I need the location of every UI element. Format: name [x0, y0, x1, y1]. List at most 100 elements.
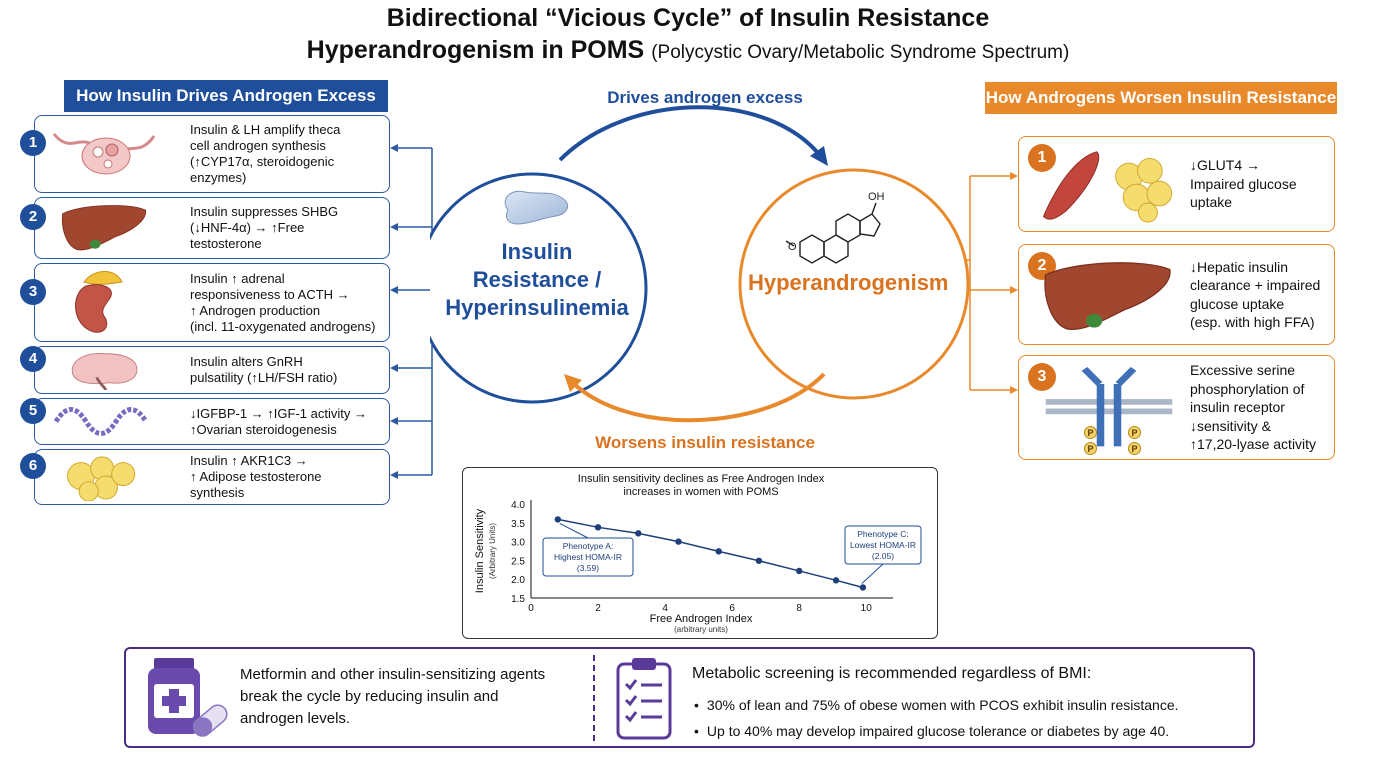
left-card-text: Insulin suppresses SHBG(↓HNF-4α) → ↑Free… — [190, 204, 338, 252]
chart-title: Insulin sensitivity declines as Free And… — [578, 473, 825, 485]
right-card-text: ↓GLUT4 →Impaired glucose uptake — [1190, 156, 1297, 212]
medicine-bottle-icon — [148, 658, 228, 737]
page-title-line-2: Hyperandrogenism in POMS (Polycystic Ova… — [0, 36, 1376, 65]
right-panel-header: How Androgens Worsen Insulin Resistance — [985, 82, 1337, 114]
bottom-divider — [593, 655, 595, 741]
chart-y-label-sub: (Arbitrary Units) — [488, 523, 497, 579]
left-card-text: Insulin ↑ AKR1C3 →↑ Adipose testosterone… — [190, 453, 322, 501]
steroid-structure-icon — [785, 202, 881, 264]
right-card-number: 3 — [1028, 363, 1056, 391]
right-card-text-line: uptake — [1190, 194, 1233, 211]
chart-data-point — [675, 538, 682, 545]
right-card-text-line: phosphorylation of — [1190, 380, 1305, 397]
left-card-text-line: ↑ Adipose testosterone — [190, 469, 322, 484]
chart-container: Insulin sensitivity declines as Free And… — [462, 467, 938, 639]
chart-title: increases in women with POMS — [623, 486, 778, 498]
chart-x-tick: 4 — [662, 603, 668, 614]
insulin-resistance-label: Insulin Resistance / Hyperinsulinemia — [442, 238, 632, 322]
chart-annotation-text: Highest HOMA-IR — [554, 552, 622, 562]
left-panel-header: How Insulin Drives Androgen Excess — [64, 80, 388, 112]
phosphate-badge: P — [1128, 442, 1141, 455]
chart-x-label: Free Androgen Index — [650, 613, 753, 625]
left-card-text-line: Insulin ↑ AKR1C3 → — [190, 453, 308, 468]
left-card-text-line: cell androgen synthesis — [190, 138, 326, 153]
right-card-text-line: insulin receptor — [1190, 399, 1285, 416]
liver-icon — [50, 201, 160, 260]
chart-x-tick: 0 — [528, 603, 534, 614]
left-card-text-line: Insulin suppresses SHBG — [190, 204, 339, 219]
chart-y-tick: 3.0 — [511, 538, 525, 549]
right-card-text-line: Excessive serine — [1190, 362, 1296, 379]
left-card-text-line: (↑CYP17α, steroidogenic — [190, 154, 335, 169]
left-card-text-line: pulsatility (↑LH/FSH ratio) — [190, 370, 338, 385]
right-card-text-line: glucose uptake — [1190, 295, 1285, 312]
drives-androgen-arrowhead — [810, 146, 828, 166]
hyperandrogenism-label: Hyperandrogenism — [748, 270, 949, 295]
muscle-fat-icon — [1034, 148, 1184, 229]
ovary-icon — [50, 119, 160, 194]
protein-chain-icon — [50, 402, 160, 446]
chart-x-tick: 2 — [595, 603, 601, 614]
left-card-text-line: Insulin & LH amplify theca — [190, 122, 341, 137]
left-card-number: 2 — [20, 204, 46, 230]
chart-data-point — [859, 584, 867, 591]
right-card-text-line: ↑17,20-lyase activity — [1190, 436, 1317, 453]
screening-list: 30% of lean and 75% of obese women with … — [694, 692, 1179, 744]
screening-list-item: 30% of lean and 75% of obese women with … — [694, 692, 1179, 718]
bottom-arrow-label: Worsens insulin resistance — [595, 433, 815, 452]
chart-annotation-text: Phenotype A: — [563, 541, 614, 551]
metformin-text: Metformin and other insulin-sensitizing … — [240, 664, 580, 730]
chart-annotation-arrow — [861, 563, 884, 584]
adrenal-kidney-icon — [50, 268, 160, 343]
left-card-number: 6 — [20, 453, 46, 479]
chart-y-tick: 4.0 — [511, 500, 525, 511]
adipose-cells-icon — [50, 453, 160, 506]
brain-icon — [50, 350, 160, 395]
screening-title: Metabolic screening is recommended regar… — [692, 665, 1092, 682]
left-card-text-line: (incl. 11-oxygenated androgens) — [190, 318, 376, 334]
left-card-text-line: ↑ Androgen production — [190, 302, 321, 318]
chart-x-tick: 10 — [861, 603, 873, 614]
chart-y-tick: 2.5 — [511, 556, 525, 567]
left-card-5 — [34, 398, 390, 445]
left-card-text-line: ↑Ovarian steroidogenesis — [190, 421, 337, 437]
page-title-line-1: Bidirectional “Vicious Cycle” of Insulin… — [386, 4, 990, 32]
left-card-text: ↓IGFBP-1 → ↑IGF-1 activity →↑Ovarian ste… — [190, 406, 367, 438]
chart-data-point — [795, 567, 803, 575]
chart-annotation-text: (2.05) — [872, 551, 894, 561]
right-card-text-line: Impaired glucose — [1190, 175, 1297, 192]
drives-androgen-arrow — [558, 105, 824, 162]
left-card-text-line: enzymes) — [190, 170, 247, 185]
cycle-diagram: OH O — [430, 105, 970, 423]
top-arrow-label: Drives androgen excess — [607, 88, 803, 107]
right-card-text-line: ↓GLUT4 → — [1190, 157, 1261, 174]
chart-y-label: Insulin Sensitivity — [474, 508, 486, 593]
chart-annotation-text: (3.59) — [577, 563, 599, 573]
phosphate-badge: P — [1084, 426, 1097, 439]
screening-list-item: Up to 40% may develop impaired glucose t… — [694, 718, 1179, 744]
left-card-number: 1 — [20, 130, 46, 156]
insulin-resistance-circle — [430, 172, 648, 404]
metformin-line: break the cycle by reducing insulin and — [240, 688, 499, 705]
left-card-text-line: ↓IGFBP-1 → ↑IGF-1 activity → — [190, 405, 367, 421]
left-card-text-line: synthesis — [190, 485, 245, 500]
chart-data-point — [554, 516, 562, 523]
chart-data-point — [635, 530, 642, 537]
right-card-number: 1 — [1028, 144, 1056, 172]
chart-y-tick: 1.5 — [511, 594, 525, 605]
hyperandrogenism-circle — [738, 168, 970, 400]
left-card-text-line: testosterone — [190, 236, 262, 251]
phosphate-badge: P — [1084, 442, 1097, 455]
right-card-text-line: ↓sensitivity & — [1190, 417, 1271, 434]
chart-annotation-arrow — [559, 522, 589, 539]
insulin-label-line: Insulin — [501, 239, 573, 264]
worsens-insulin-arrowhead — [564, 374, 582, 392]
steroid-o-label: O — [788, 241, 797, 253]
left-card-number: 5 — [20, 397, 46, 424]
insulin-receptor-icon — [1034, 367, 1184, 457]
